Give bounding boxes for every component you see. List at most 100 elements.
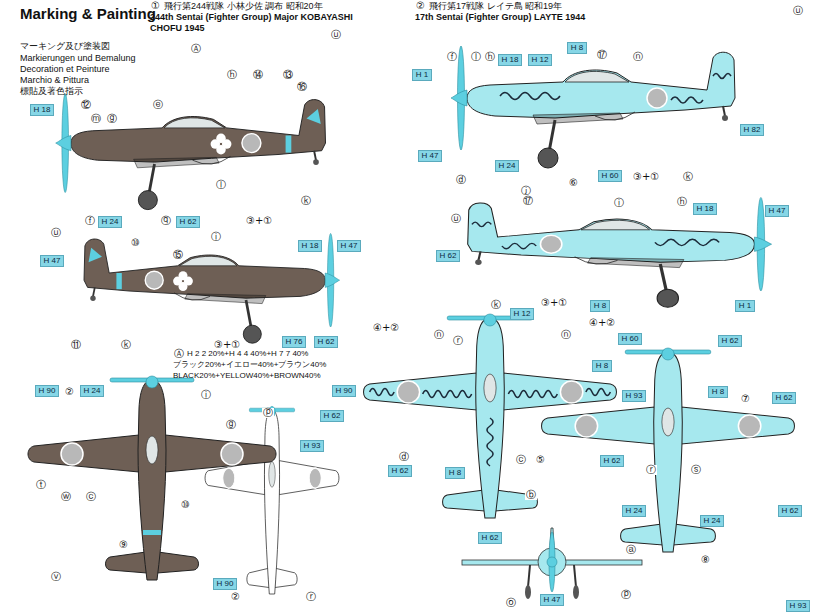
callout-number: ⑰ <box>596 50 608 60</box>
paint-code: H 62 <box>604 457 621 466</box>
paint-code-box: H 47 <box>540 594 564 606</box>
paint-code: H 62 <box>392 467 409 476</box>
callout-number: ⓕ <box>84 216 96 226</box>
callout-number: ⓗ <box>484 52 496 62</box>
callout-number: ⓤ <box>330 30 342 40</box>
aircraft-1-top <box>28 376 276 580</box>
paint-code-box: H 8 <box>590 300 610 312</box>
paint-code: H 47 <box>544 596 561 605</box>
paint-code-box: H 8 <box>708 386 728 398</box>
callout-number: ⓞ <box>505 598 517 608</box>
paint-code-box: H 24 <box>622 505 646 517</box>
callout-number: ⓜ <box>90 114 102 124</box>
paint-code: H 90 <box>39 387 56 396</box>
callout-number: Ⓐ <box>190 44 202 54</box>
paint-code: H 47 <box>44 257 61 266</box>
callout-number: ④+② <box>372 323 400 333</box>
note-text: Decoration et Peinture <box>20 65 110 75</box>
paint-code-box: H 24 <box>80 385 104 397</box>
paint-code-box: H 76 <box>282 336 306 348</box>
paint-code: H 24 <box>704 517 721 526</box>
note-text: 244th Sentai (Fighter Group) Major KOBAY… <box>150 13 353 23</box>
paint-code-box: H 90 <box>35 385 59 397</box>
callout-number: ⑫ <box>80 100 92 110</box>
clover-leaf <box>184 277 193 286</box>
callout-number: ⑩ <box>180 500 191 510</box>
callout-number: ⓘ <box>210 232 222 242</box>
paint-code: H 93 <box>790 602 807 611</box>
aircraft-body <box>84 233 340 343</box>
aircraft-body <box>56 94 326 210</box>
paint-code: H 8 <box>449 469 461 478</box>
aircraft-body <box>468 197 772 307</box>
note-text: 飛行第244戦隊 小林少佐 調布 昭和20年 <box>164 2 323 12</box>
aircraft-2-underside <box>542 348 795 552</box>
paint-code-box: H 62 <box>176 216 200 228</box>
callout-number: ⓖ <box>106 114 118 124</box>
callout-number: ⓘ <box>613 198 625 208</box>
paint-code-box: H 24 <box>495 160 519 172</box>
paint-code: H 62 <box>318 338 335 347</box>
paint-code: H 62 <box>776 394 793 403</box>
callout-number: ② <box>415 1 426 11</box>
aircraft-body <box>28 376 276 580</box>
note-text: 標貼及著色指示 <box>20 87 83 97</box>
paint-code: H 8 <box>596 362 608 371</box>
fuselage-band <box>286 136 292 153</box>
paint-code: H 1 <box>739 302 751 311</box>
callout-number: ⓗ <box>676 197 688 207</box>
tail-emblem <box>307 109 321 124</box>
paint-code-box: H 18 <box>30 104 54 116</box>
paint-code: H 62 <box>722 337 739 346</box>
paint-code-box: H 93 <box>622 390 646 402</box>
paint-code: H 1 <box>416 71 428 80</box>
callout-number: ⓒ <box>515 455 527 465</box>
tail-emblem <box>88 248 102 262</box>
note-text: CHOFU 1945 <box>150 24 205 34</box>
paint-code-box: H 82 <box>740 124 764 136</box>
callout-number: ⑩ <box>130 238 141 248</box>
aircraft-underside-white <box>205 406 339 594</box>
callout-number: ⑭ <box>252 70 264 80</box>
callout-number: ⓚ <box>300 196 312 206</box>
callout-number: ⓘ <box>200 390 212 400</box>
paint-code: H 60 <box>622 335 639 344</box>
callout-number: ② <box>230 592 241 602</box>
paint-code-box: H 62 <box>320 410 344 422</box>
paint-code: H 76 <box>286 338 303 347</box>
paint-code: H 60 <box>602 172 619 181</box>
callout-number: ⓕ <box>446 52 458 62</box>
paint-code: H 62 <box>782 507 799 516</box>
note-text: 飛行第17戦隊 レイテ島 昭和19年 <box>429 2 562 12</box>
paint-code-box: H 60 <box>598 170 622 182</box>
paint-code-box: H 62 <box>436 250 460 262</box>
callout-number: ③+① <box>540 298 568 308</box>
paint-code: H 18 <box>302 242 319 251</box>
callout-number: ⓥ <box>50 572 62 582</box>
paint-code-box: H 62 <box>772 392 796 404</box>
callout-number: ③+① <box>632 172 660 182</box>
callout-number: ⑪ <box>70 340 82 350</box>
aircraft-1-right <box>84 233 340 343</box>
callout-number: ⑬ <box>282 70 294 80</box>
paint-code: H 93 <box>626 392 643 401</box>
paint-code: H 93 <box>304 442 321 451</box>
paint-code-box: H 12 <box>528 54 552 66</box>
aircraft-body <box>451 46 735 168</box>
callout-number: ⓡ <box>645 465 657 475</box>
callout-number: ⑰ <box>522 196 534 206</box>
callout-number: ④+② <box>588 318 616 328</box>
aircraft-2-left <box>451 46 735 168</box>
paint-code: H 24 <box>499 162 516 171</box>
paint-code-box: H 47 <box>337 240 361 252</box>
wheel <box>525 585 531 599</box>
paint-code-box: H 62 <box>388 465 412 477</box>
paint-code-box: H 93 <box>786 600 810 612</box>
paint-code-box: H 62 <box>718 335 742 347</box>
callout-number: ⓔ <box>152 100 164 110</box>
paint-code: H 90 <box>336 387 353 396</box>
note-text: ブラック20%+イエロー40%+ブラウン40% <box>173 361 326 370</box>
paint-code-box: H 62 <box>778 505 802 517</box>
paint-code-box: H 62 <box>314 336 338 348</box>
